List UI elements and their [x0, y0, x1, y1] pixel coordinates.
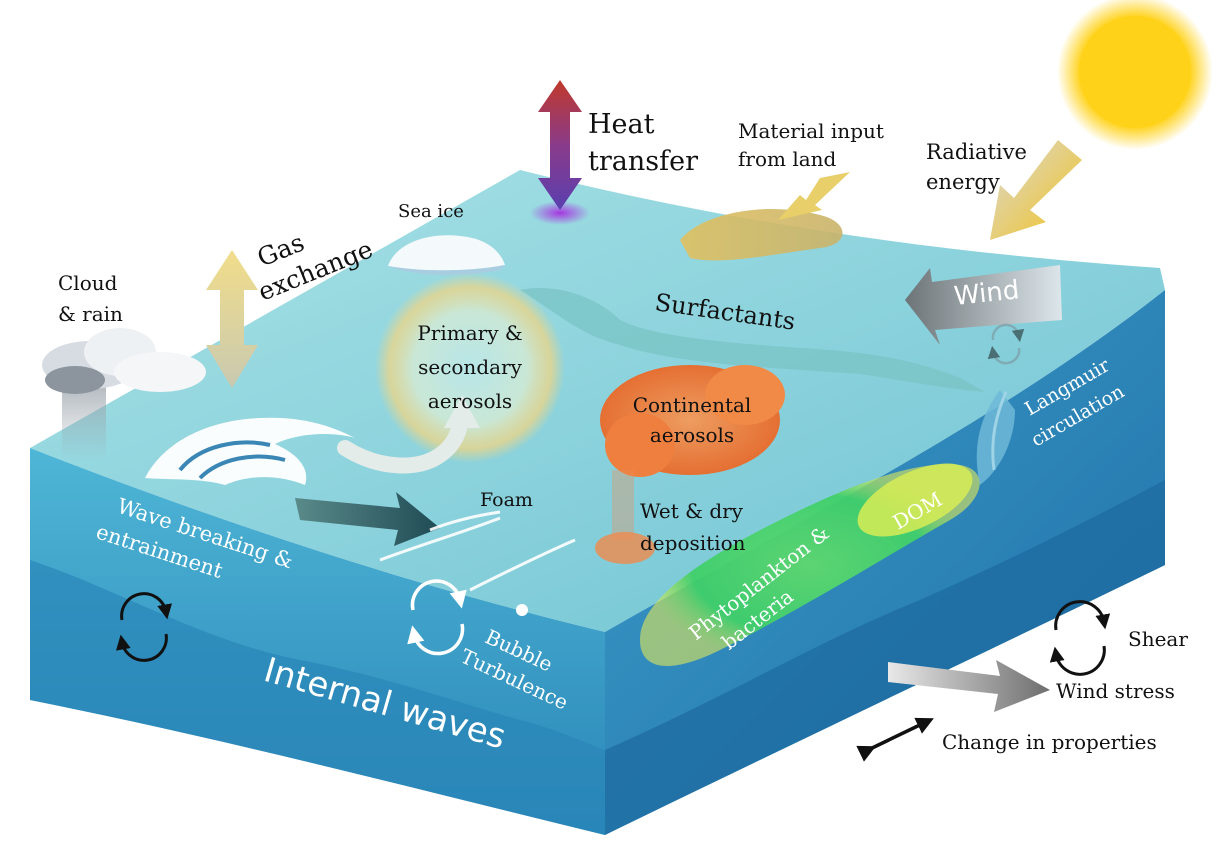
- aerosols-label-line-1: Primary &: [417, 321, 522, 345]
- continental-label-line-2: aerosols: [650, 423, 734, 447]
- legend-change-in-properties: Change in properties: [942, 730, 1157, 754]
- heat-label-line-2: transfer: [588, 146, 698, 177]
- legend-shear: Shear: [1128, 627, 1188, 651]
- cloud-label-line-1: Cloud: [58, 271, 118, 295]
- bubble-dot: [516, 604, 528, 616]
- material-input-label: Material input from land: [738, 119, 884, 171]
- radiative-label-line-1: Radiative: [926, 140, 1027, 164]
- aerosols-label: Primary & secondary aerosols: [417, 321, 522, 413]
- sea-ice-label: Sea ice: [398, 201, 464, 222]
- legend-wind-stress: Wind stress: [1056, 679, 1175, 703]
- material-label-line-2: from land: [738, 147, 837, 171]
- cloud-label-line-2: & rain: [58, 302, 123, 326]
- wet-dry-line-1: Wet & dry: [640, 499, 744, 523]
- radiative-energy-label: Radiative energy: [926, 140, 1027, 194]
- radiative-label-line-2: energy: [926, 170, 1000, 194]
- aerosols-label-line-2: secondary: [418, 355, 523, 379]
- cloud-rain-label: Cloud & rain: [58, 271, 123, 326]
- sun-icon: [1057, 0, 1213, 150]
- foam-label: Foam: [480, 489, 533, 511]
- heat-label-line-1: Heat: [588, 109, 655, 140]
- continental-label-line-1: Continental: [633, 393, 752, 417]
- wet-dry-line-2: deposition: [640, 531, 746, 555]
- aerosols-label-line-3: aerosols: [428, 389, 512, 413]
- double-arrow-icon: [868, 722, 926, 750]
- heat-transfer-label: Heat transfer: [588, 109, 698, 177]
- material-label-line-1: Material input: [738, 119, 884, 143]
